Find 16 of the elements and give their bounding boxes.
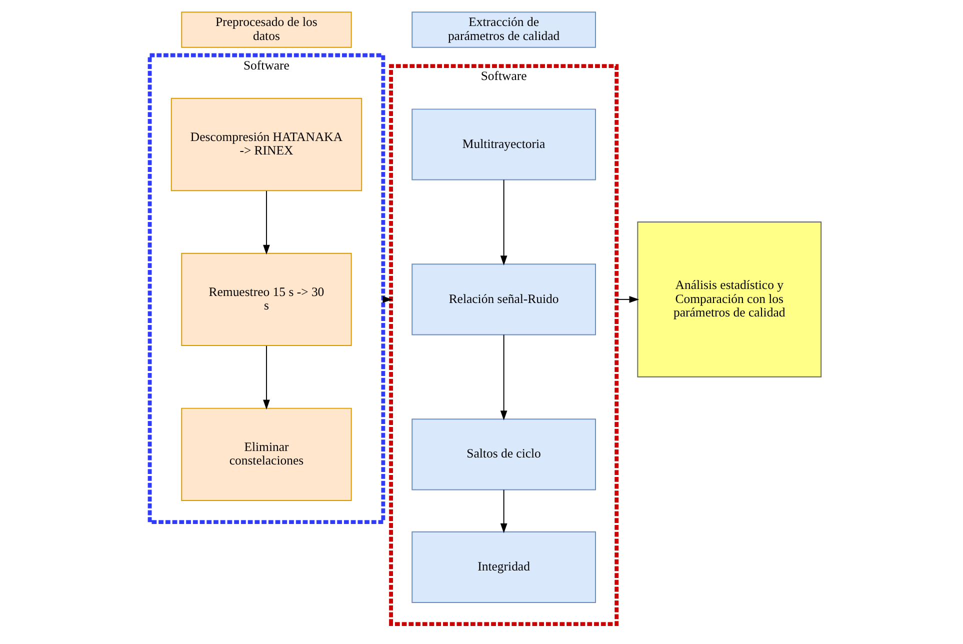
node-box: Integridad <box>412 531 596 603</box>
arrow <box>500 489 508 534</box>
arrow <box>500 179 508 266</box>
node-box: Relación señal-Ruido <box>412 264 596 336</box>
node-box: Preprocesado de los datos <box>181 12 352 48</box>
node-box: Multitrayectoria <box>412 108 596 180</box>
node-box: Eliminar constelaciones <box>181 408 352 501</box>
arrow <box>263 345 270 410</box>
node-box: Saltos de ciclo <box>412 418 596 490</box>
node-box: Descompresión HATANAKA -> RINEX <box>170 98 362 192</box>
arrow <box>263 190 270 255</box>
arrow <box>616 296 640 303</box>
node-box: Remuestreo 15 s -> 30 s <box>181 252 352 346</box>
arrow <box>500 334 508 420</box>
node-box: Extracción de parámetros de calidad <box>412 12 596 48</box>
node-box: Análisis estadístico y Comparación con los parámetros de calidad <box>637 221 822 378</box>
